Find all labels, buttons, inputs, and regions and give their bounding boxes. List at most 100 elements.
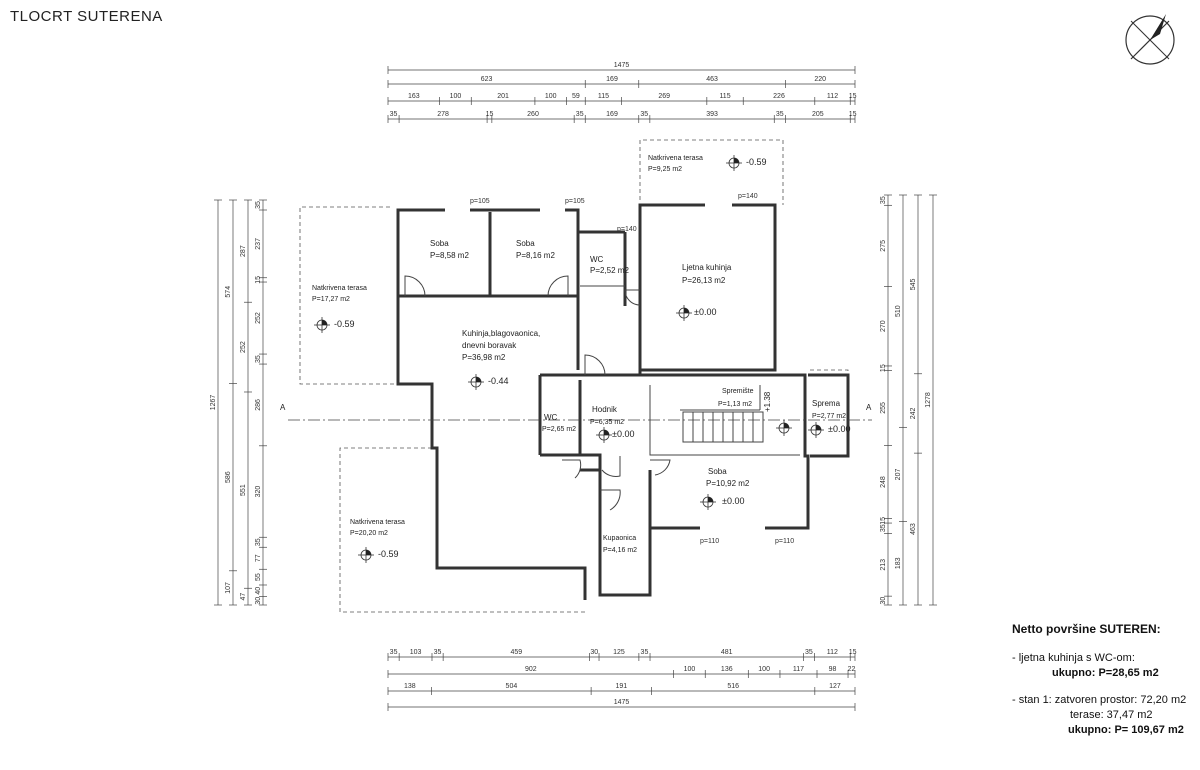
dimension-value: 35 [434,649,442,656]
dimension-value: 205 [812,111,824,118]
dimension-value: 191 [615,683,627,690]
opening-label: p=110 [775,538,794,545]
dimension-value: 213 [880,559,887,571]
level-value: -0.59 [746,157,767,167]
level-marker-icon [468,374,484,390]
dimension-value: 260 [527,111,539,118]
dimension-value: 35 [255,201,262,209]
room-area: P=9,25 m2 [648,166,682,173]
room-area: P=4,16 m2 [603,547,637,554]
dimension-value: 117 [793,666,804,673]
dimension-value: 15 [849,93,857,100]
dimensions-left: 1267574586107287252551473523715252352863… [210,199,267,606]
summary-total-value: P=28,65 m2 [1098,667,1159,679]
dimension-value: 623 [481,76,493,83]
dimension-value: 463 [706,76,718,83]
dimension-value: 35 [255,538,262,546]
dimension-value: 35 [255,355,262,363]
dimension-value: 59 [572,93,580,100]
section-label: A [280,403,286,412]
room-area: P=10,92 m2 [706,479,750,488]
room-area: P=2,52 m2 [590,266,629,275]
room-area: P=8,16 m2 [516,251,555,260]
room-name: Soba [430,239,449,248]
summary-heading: Netto površine SUTEREN: [1012,622,1161,636]
summary-line: - stan 1: zatvoren prostor: 72,20 m2 [1012,694,1187,706]
dimension-value: 125 [613,649,625,656]
dimension-value: 35 [776,111,784,118]
room-name: Kupaonica [603,535,636,542]
room-area: P=26,13 m2 [682,276,726,285]
dimension-value: 115 [719,93,730,100]
dimension-value: 237 [255,238,262,250]
summary-total-row: ukupno: P=28,65 m2 [1012,666,1198,681]
level-value: -0.44 [488,376,509,386]
dimension-value: 1475 [614,62,630,69]
dimension-value: 163 [408,93,420,100]
dimension-value: 100 [450,93,462,100]
dimension-value: 15 [255,276,262,284]
dimension-value: 551 [240,484,247,496]
dimension-value: 269 [658,93,670,100]
dimension-value: 15 [880,364,887,372]
dimension-value: 1278 [925,392,932,408]
dimension-value: 22 [848,666,856,673]
dimension-value: 100 [545,93,557,100]
level-marker-icon [314,317,330,333]
room-name: WC [590,255,604,264]
dimension-value: 100 [684,666,696,673]
room-area: P=1,13 m2 [718,401,752,408]
level-marker-icon [726,155,742,171]
dimension-value: 252 [240,341,247,353]
dimension-value: 286 [255,399,262,411]
dimension-value: 1267 [210,395,217,411]
dimension-value: 100 [758,666,770,673]
summary-total-label: ukupno: [1068,724,1112,736]
dimension-value: 516 [727,683,739,690]
dimension-value: 103 [410,649,422,656]
dimension-value: 35 [390,111,398,118]
room-name: Natkrivena terasa [648,155,703,162]
dimension-value: 138 [404,683,416,690]
room-name: Kuhinja,blagovaonica, [462,329,540,338]
room-name: Sprema [812,399,841,408]
dimension-value: 136 [721,666,733,673]
dimension-value: 35 [880,524,887,532]
level-marker-icon [676,305,692,321]
dimension-value: 35 [390,649,398,656]
summary-total-label: ukupno: [1052,667,1096,679]
dimension-value: 545 [910,278,917,290]
room-labels: Soba P=8,58 m2 Soba P=8,16 m2 WC P=2,52 … [280,155,872,559]
room-name: dnevni boravak [462,341,517,350]
level-value: ±0.00 [694,307,716,317]
dimension-value: 112 [827,649,838,656]
room-area: P=2,65 m2 [542,426,576,433]
dimension-value: 15 [849,649,857,656]
summary-line: terase: 37,47 m2 [1070,709,1153,721]
dimension-value: 112 [827,93,838,100]
dimension-value: 77 [255,554,262,562]
dimension-value: 127 [829,683,841,690]
room-name: Natkrivena terasa [350,519,405,526]
north-arrow-icon [1125,14,1175,65]
dimension-value: 98 [829,666,837,673]
dimension-value: 574 [225,286,232,298]
dimension-value: 47 [240,593,247,601]
level-marker-icon [700,494,716,510]
level-value: -0.59 [334,319,355,329]
dimension-value: 459 [510,649,522,656]
dimension-value: 15 [880,517,887,525]
dimension-value: 169 [606,111,618,118]
dimension-value: 242 [910,408,917,420]
room-area: P=17,27 m2 [312,296,350,303]
room-area: P=8,58 m2 [430,251,469,260]
dimension-value: 115 [598,93,609,100]
opening-label: p=140 [617,226,637,233]
opening-label: p=110 [700,538,719,545]
dimension-value: 30 [255,597,262,605]
dimension-value: 15 [849,111,857,118]
staircase [682,411,764,443]
